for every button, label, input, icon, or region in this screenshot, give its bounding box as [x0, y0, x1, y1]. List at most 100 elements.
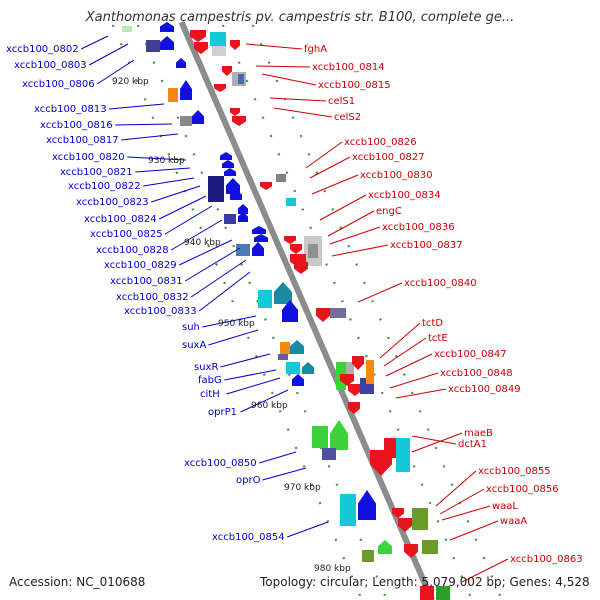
gene-block — [322, 448, 336, 460]
gene-label: xccb100_0813 — [34, 104, 107, 115]
gene-block — [422, 540, 438, 554]
gene-arrow — [194, 42, 208, 54]
gene-block — [208, 176, 224, 202]
gene-arrow — [230, 40, 240, 50]
gene-arrow — [232, 116, 246, 126]
gene-arrow — [238, 204, 248, 214]
gene-arrow — [252, 226, 266, 234]
gene-arrow — [284, 236, 296, 244]
gene-label: xccb100_0827 — [352, 152, 425, 163]
gene-block — [236, 244, 250, 256]
gene-connector — [379, 322, 421, 359]
gene-block — [286, 362, 300, 374]
gene-label: xccb100_0854 — [212, 532, 285, 543]
gene-block — [122, 26, 132, 32]
gene-connector — [121, 133, 179, 141]
gene-block — [366, 360, 374, 384]
gene-connector — [435, 470, 477, 507]
gene-arrow — [330, 420, 348, 450]
gene-label: waaL — [492, 501, 518, 512]
gene-block — [436, 586, 450, 600]
gene-connector — [208, 329, 259, 346]
gene-label: citH — [200, 389, 220, 400]
gene-connector — [319, 194, 367, 221]
gene-label: suxA — [182, 340, 206, 351]
gene-connector — [184, 247, 241, 282]
gene-connector — [269, 97, 327, 102]
topology-text: Topology: circular; Length: 5,079,002 bp… — [260, 575, 590, 589]
gene-label: xccb100_0825 — [90, 229, 163, 240]
gene-label: xccb100_0833 — [124, 306, 197, 317]
gene-connector — [80, 35, 109, 50]
gene-connector — [311, 174, 359, 195]
gene-label: celS2 — [334, 112, 361, 123]
gene-connector — [262, 467, 307, 481]
gene-block — [210, 32, 226, 46]
gene-arrow — [192, 110, 204, 124]
gene-arrow — [316, 308, 330, 322]
gene-connector — [96, 59, 135, 85]
kbp-tick-label: 920 kbp — [112, 77, 149, 87]
gene-block — [420, 586, 434, 600]
gene-connector — [224, 369, 277, 381]
gene-arrow — [176, 58, 186, 68]
gene-arrow — [404, 544, 418, 558]
gene-arrow — [222, 160, 234, 168]
gene-block — [276, 174, 286, 182]
gene-label: xccb100_0834 — [368, 190, 441, 201]
gene-label: xccb100_0823 — [76, 197, 149, 208]
gene-arrow — [348, 402, 360, 414]
gene-block — [224, 214, 236, 224]
gene-label: engC — [376, 206, 402, 217]
gene-block — [212, 46, 226, 56]
gene-connector — [411, 432, 463, 453]
gene-connector — [329, 226, 381, 245]
gene-label: xccb100_0815 — [318, 80, 391, 91]
gene-label: maeB — [464, 428, 493, 439]
gene-label: oprP1 — [208, 407, 237, 418]
gene-arrow — [238, 212, 248, 222]
gene-label: waaA — [500, 516, 527, 527]
gene-arrow — [294, 262, 308, 274]
gene-label: xccb100_0836 — [382, 222, 455, 233]
gene-connector — [273, 107, 333, 118]
gene-label: xccb100_0803 — [14, 60, 87, 71]
gene-label: xccb100_0856 — [486, 484, 559, 495]
gene-arrow — [180, 80, 192, 100]
gene-block — [346, 362, 354, 382]
gene-label: celS1 — [328, 96, 355, 107]
gene-label: xccb100_0832 — [116, 292, 189, 303]
gene-arrow — [260, 182, 272, 190]
gene-block — [280, 342, 290, 354]
gene-label: fghA — [304, 44, 327, 55]
gene-arrow — [160, 22, 174, 32]
gene-label: xccb100_0849 — [448, 384, 521, 395]
gene-connector — [245, 43, 303, 50]
gene-arrow — [224, 168, 236, 176]
gene-arrow — [160, 36, 174, 50]
kbp-tick-label: 950 kbp — [218, 319, 255, 329]
gene-arrow — [190, 30, 206, 42]
gene-block — [396, 438, 410, 472]
gene-connector — [170, 219, 223, 251]
gene-connector — [115, 123, 173, 126]
gene-connector — [461, 558, 509, 583]
gene-label: xccb100_0824 — [84, 214, 157, 225]
gene-label: xccb100_0830 — [360, 170, 433, 181]
gene-label: suxR — [194, 362, 218, 373]
gene-block — [330, 308, 346, 318]
gene-connector — [259, 451, 297, 464]
gene-label: xccb100_0848 — [440, 368, 513, 379]
gene-arrow — [220, 152, 232, 160]
gene-connector — [178, 239, 233, 266]
gene-label: xccb100_0829 — [104, 260, 177, 271]
gene-label: xccb100_0816 — [40, 120, 113, 131]
gene-arrow — [282, 300, 298, 322]
gene-connector — [198, 271, 251, 312]
gene-connector — [164, 205, 213, 235]
gene-arrow — [340, 374, 354, 386]
gene-connector — [305, 141, 343, 169]
gene-block — [312, 426, 328, 448]
gene-connector — [261, 73, 317, 86]
